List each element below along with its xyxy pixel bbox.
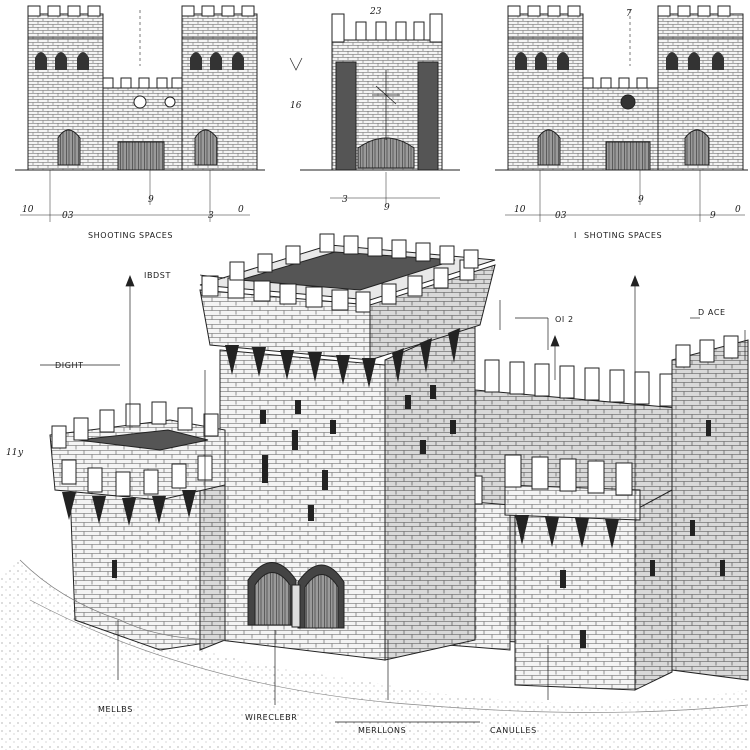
label-mellbs: MELLBS — [98, 705, 133, 714]
text-labels: SHOOTING SPACES I SHOTING SPACES IBDST D… — [6, 7, 741, 735]
dim-right-9: 9 — [638, 195, 644, 205]
dim-center-9: 9 — [384, 203, 390, 213]
elevation-center — [289, 13, 460, 205]
dim-center-3: 3 — [342, 195, 348, 205]
dim-side-11: 11 — [6, 448, 17, 458]
dim-side-y: y — [17, 448, 24, 458]
label-shooting-spaces-right: SHOTING SPACES — [584, 231, 662, 240]
dim-left-3: 3 — [208, 211, 214, 221]
label-mellons: MERLLONS — [358, 726, 406, 735]
elevation-right — [495, 5, 748, 222]
dim-right-10: 10 — [514, 205, 526, 215]
dim-right-0: 0 — [735, 205, 741, 215]
label-dight: DIGHT — [55, 361, 84, 370]
dim-right-9b: 9 — [710, 211, 716, 221]
label-wirecleer: WIRECLEBR — [245, 713, 297, 722]
dim-left-10: 10 — [22, 205, 34, 215]
label-shooting-spaces-left: SHOOTING SPACES — [88, 231, 173, 240]
dim-left-03: 03 — [62, 211, 74, 221]
label-dace: D ACE — [698, 308, 726, 317]
dim-right-03: 03 — [555, 211, 567, 221]
label-ibdst: IBDST — [144, 271, 171, 280]
castle-perspective — [0, 233, 749, 750]
label-shooting-spaces-right-prefix: I — [574, 231, 577, 240]
dim-top-center: 23 — [369, 7, 382, 17]
label-o12: OI 2 — [555, 315, 574, 324]
dim-left-9: 9 — [148, 195, 154, 205]
dim-left-0: 0 — [238, 205, 244, 215]
label-canulles: CANULLES — [490, 726, 537, 735]
elevation-left — [15, 5, 265, 222]
dim-center-16: 16 — [290, 101, 302, 111]
dim-right-7: 7 — [626, 9, 632, 19]
